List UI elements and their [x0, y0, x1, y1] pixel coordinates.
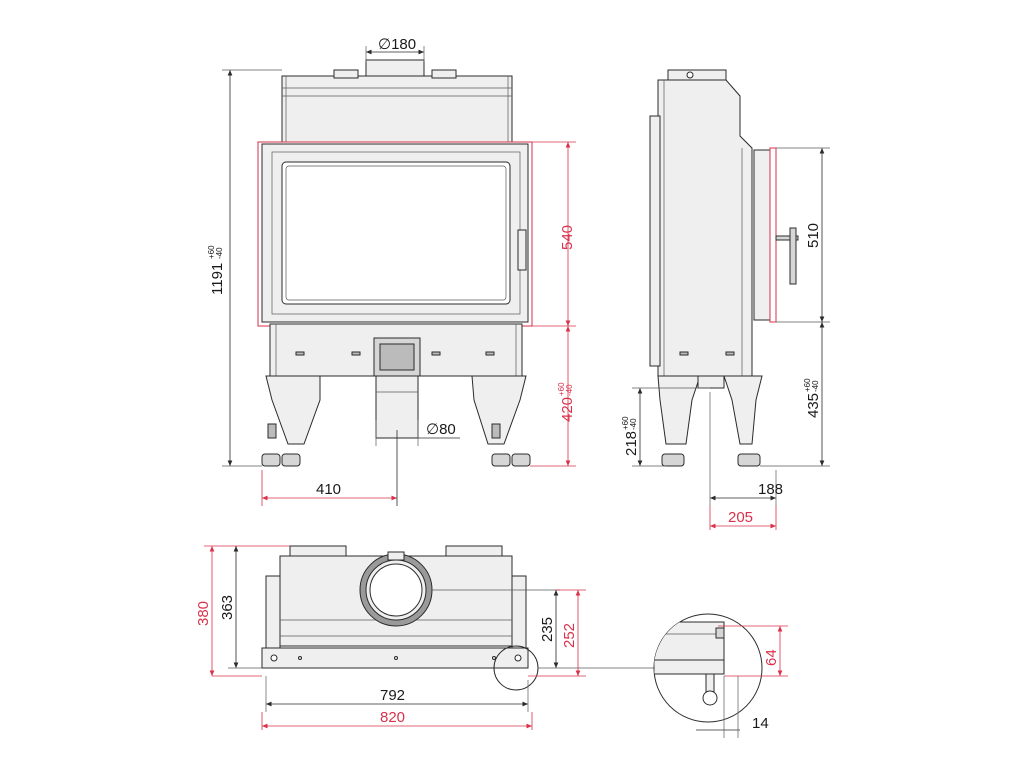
- flue-axis-offset-outer-label: 252: [561, 623, 578, 648]
- svg-text:-40: -40: [215, 247, 224, 259]
- air-inlet-pipe: [375, 375, 419, 439]
- air-inlet-diameter-label: ∅80: [426, 421, 456, 438]
- side-handle: [775, 235, 799, 241]
- glass-window: [281, 161, 511, 305]
- side-door: [753, 149, 771, 321]
- svg-text:-40: -40: [629, 418, 638, 430]
- svg-text:-40: -40: [565, 384, 574, 396]
- depth-outer-label: 205: [728, 509, 753, 526]
- top-depth-inner-label: 363: [219, 595, 236, 620]
- detail-frame-offset-label: 14: [752, 715, 769, 732]
- depth-inner-label: 188: [758, 481, 783, 498]
- door-height-label: 510: [805, 223, 822, 248]
- leg-left: [265, 375, 321, 445]
- inlet-height-label: 218: [623, 431, 640, 456]
- top-view: 380 363 235 252 792 820: [195, 545, 654, 730]
- top-width-outer-label: 820: [380, 709, 405, 726]
- svg-text:+60: +60: [557, 382, 566, 396]
- flue-diameter-label: ∅180: [378, 36, 416, 53]
- total-height-label: 1191: [209, 263, 226, 295]
- front-view: 1191 +60 -40 ∅180 540 420 +60 -40 ∅80 41…: [207, 36, 576, 506]
- top-housing: [281, 75, 513, 143]
- flue-axis-offset-label: 235: [539, 617, 556, 642]
- svg-text:+60: +60: [621, 416, 630, 430]
- top-width-inner-label: 792: [380, 687, 405, 704]
- leg-height-label: 420: [559, 397, 576, 422]
- side-back-panel: [649, 115, 661, 367]
- door-handle: [517, 229, 527, 271]
- window-height-label: 540: [559, 225, 576, 250]
- flue-collar: [365, 59, 425, 77]
- inlet-offset-label: 410: [316, 481, 341, 498]
- detail-frame-height-label: 64: [763, 649, 780, 666]
- svg-text:+60: +60: [207, 245, 216, 259]
- svg-text:-40: -40: [811, 380, 820, 392]
- top-depth-outer-label: 380: [195, 601, 212, 626]
- side-body: [657, 79, 753, 377]
- side-top-collar: [667, 69, 727, 81]
- svg-text:+60: +60: [803, 378, 812, 392]
- leg-right: [471, 375, 527, 445]
- door-bottom-height-label: 435: [805, 393, 822, 418]
- side-view: 510 435 +60 -40 218 +60 -40 188 205: [621, 69, 830, 530]
- detail-view: 64 14: [653, 613, 788, 738]
